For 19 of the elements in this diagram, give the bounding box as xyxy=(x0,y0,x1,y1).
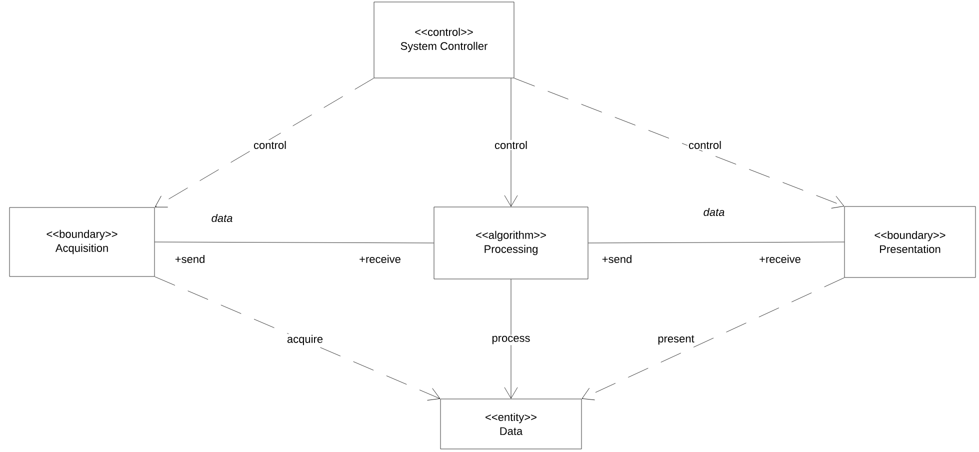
role-label: +receive xyxy=(760,254,800,264)
edge-label: control xyxy=(252,140,288,150)
class-box: <<boundary>> Presentation xyxy=(844,206,976,278)
edge-label: data xyxy=(704,208,724,216)
arrow xyxy=(504,78,518,207)
class-box: <<algorithm>> Processing xyxy=(434,206,588,280)
class-box: <<control>> System Controller xyxy=(374,2,514,78)
class-box: <<boundary>> Acquisition xyxy=(9,207,155,277)
edge-label: acquire xyxy=(286,334,324,346)
class-box: <<entity>> Data xyxy=(440,398,582,450)
edge-label: control xyxy=(688,140,722,150)
role-label: +send xyxy=(175,254,204,264)
role-label: +receive xyxy=(360,254,400,264)
edge-label: data xyxy=(212,214,232,222)
edge-label: present xyxy=(656,334,696,346)
role-label: +send xyxy=(602,254,632,264)
edge-label: control xyxy=(494,140,529,150)
arrow xyxy=(504,278,518,399)
edge-label: process xyxy=(490,334,532,346)
